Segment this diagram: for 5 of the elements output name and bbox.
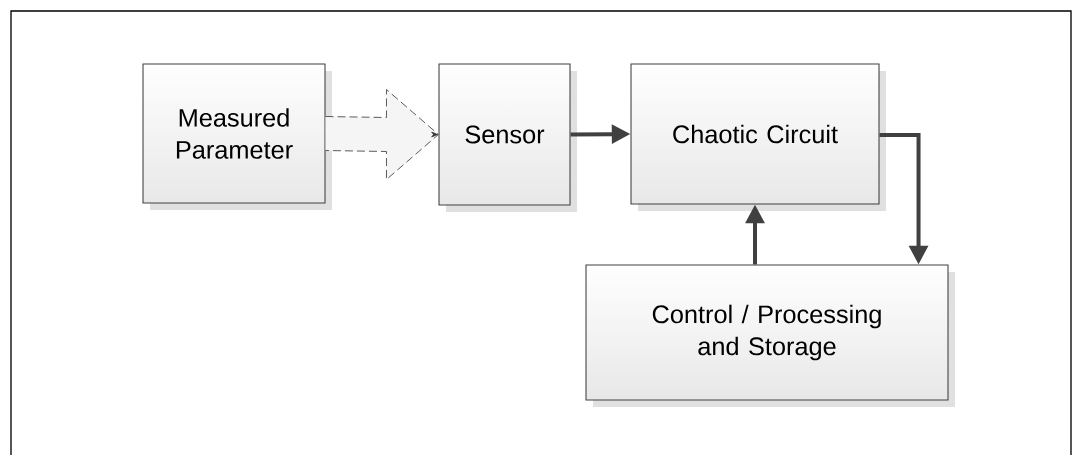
process-box: Chaotic Circuit xyxy=(630,63,886,211)
process-box: Measured Parameter xyxy=(142,63,332,210)
block-arrow xyxy=(325,89,439,180)
process-box: Sensor xyxy=(438,63,577,212)
process-box: Control / Processing and Storage xyxy=(585,264,955,407)
